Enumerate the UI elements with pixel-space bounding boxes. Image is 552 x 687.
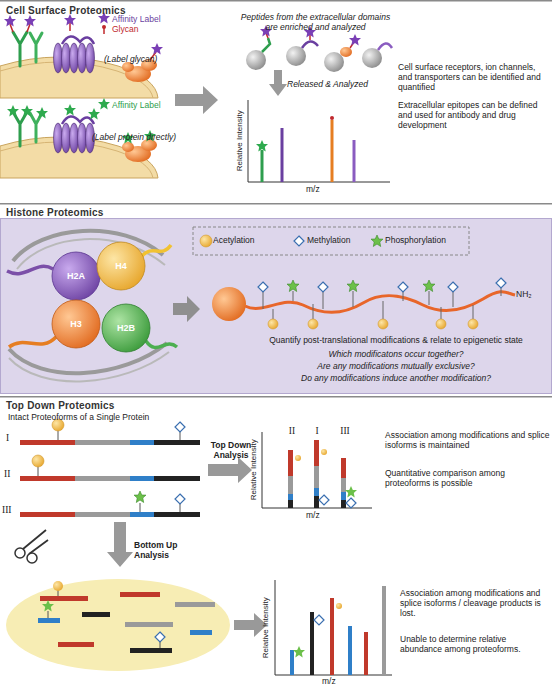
description-text: Quantitative comparison among proteoform…: [385, 468, 550, 488]
question-text: Do any modifications induce another modi…: [251, 373, 541, 383]
axis-label: m/z: [306, 184, 336, 194]
histone-circle: H3: [51, 299, 101, 349]
histone-panel: Quantify post-translational modification…: [0, 218, 552, 394]
axis-label: m/z: [322, 676, 352, 686]
histone-circle: H2B: [101, 303, 151, 353]
description-text: Extracellular epitopes can be defined an…: [398, 100, 550, 130]
circle-shape: [52, 252, 100, 300]
description-text: Association among modifications and spli…: [400, 588, 550, 618]
circle-shape: [102, 304, 150, 352]
proteoform-number: III: [2, 505, 20, 516]
axis-label: Relative Intensity: [249, 425, 258, 515]
note-label: (Label glycan): [104, 54, 184, 64]
terminus-label: NH₂: [516, 289, 550, 299]
legend-text: Methylation: [307, 235, 350, 245]
histone-circle: H4: [96, 241, 146, 291]
arrow-label: Released & Analyzed: [287, 79, 387, 89]
section-header: Top Down Proteomics: [6, 400, 226, 412]
axis-label: m/z: [306, 510, 336, 520]
circle-shape: [97, 242, 145, 290]
description-text: Association among modifications and spli…: [385, 430, 550, 450]
axis-label: Relative Intensity: [235, 96, 244, 186]
affinity-label: Affinity Label: [112, 100, 192, 110]
legend-text: Acetylation: [213, 235, 255, 245]
panel-text: Quantify post-translational modification…: [251, 335, 541, 345]
proteoform-number: I: [6, 433, 22, 444]
legend-text: Phosphorylation: [385, 235, 446, 245]
axis-label: Relative Intensity: [261, 583, 270, 673]
legend-text: Glycan: [112, 24, 138, 34]
arrow-label: Bottom Up Analysis: [134, 540, 206, 560]
histone-name: H2A: [51, 251, 101, 301]
histone-name: H4: [96, 241, 146, 291]
description-text: Unable to determine relative abundance a…: [400, 634, 550, 654]
proteoform-number: II: [4, 469, 20, 480]
peak-label: III: [336, 426, 354, 437]
group-label: Intact Proteoforms of a Single Protein: [8, 412, 228, 422]
histone-name: H3: [51, 299, 101, 349]
note-label: (Label protein directly): [92, 132, 202, 142]
peak-label: II: [284, 426, 300, 437]
histone-name: H2B: [101, 303, 151, 353]
note-label: Peptides from the extracellular domains …: [238, 12, 393, 32]
legend-text: Affinity Label: [112, 14, 161, 24]
question-text: Are any modifications mutually exclusive…: [251, 361, 541, 371]
question-text: Which modificatons occur together?: [251, 349, 541, 359]
circle-shape: [52, 300, 100, 348]
description-text: Cell surface receptors, ion channels, an…: [398, 62, 550, 92]
peak-label: I: [309, 426, 325, 437]
histone-circle: H2A: [51, 251, 101, 301]
section-header: Histone Proteomics: [6, 207, 226, 219]
